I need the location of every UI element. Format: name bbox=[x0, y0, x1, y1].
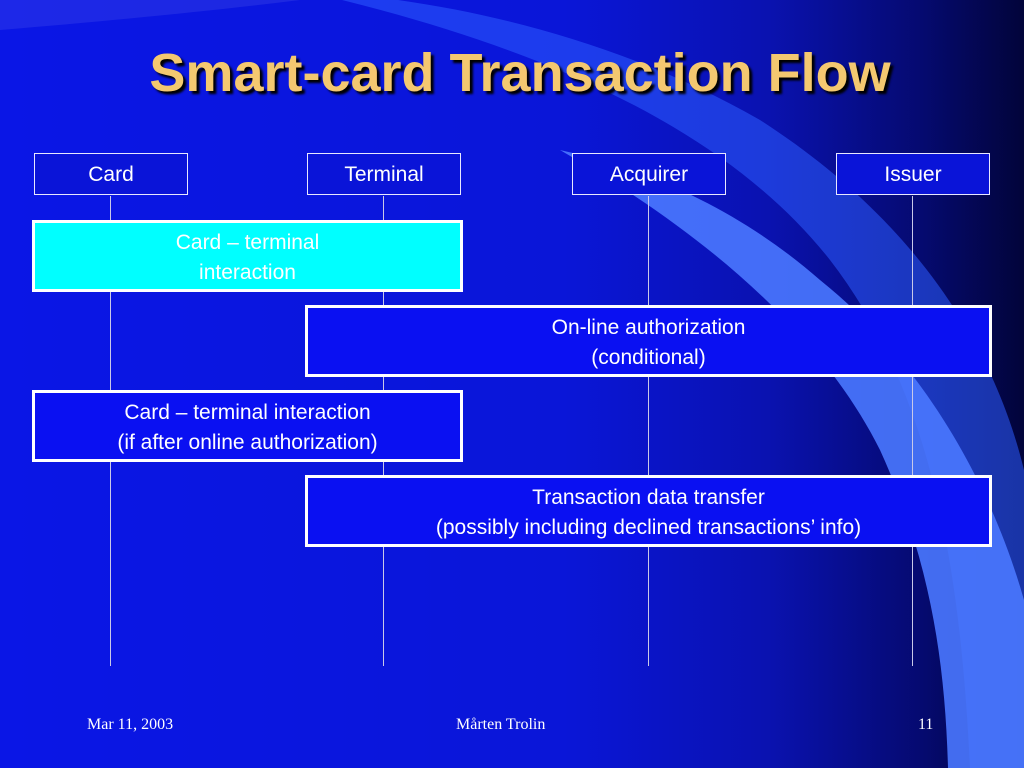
actor-acquirer: Acquirer bbox=[572, 153, 726, 195]
slide-title: Smart-card Transaction Flow bbox=[149, 43, 891, 103]
step-line-1: Transaction data transfer bbox=[532, 486, 765, 509]
lifeline-issuer bbox=[912, 196, 913, 666]
actor-terminal: Terminal bbox=[307, 153, 461, 195]
step-card-terminal-interaction: Card – terminal interaction bbox=[32, 220, 463, 292]
step-online-authorization: On-line authorization (conditional) bbox=[305, 305, 992, 377]
step-line-1: On-line authorization bbox=[551, 316, 746, 339]
step-card-terminal-interaction-after-auth: Card – terminal interaction (if after on… bbox=[32, 390, 463, 462]
step-line-2: (if after online authorization) bbox=[117, 431, 378, 454]
actor-card: Card bbox=[34, 153, 188, 195]
lifeline-acquirer bbox=[648, 196, 649, 666]
footer-date: Mar 11, 2003 bbox=[87, 716, 174, 733]
actor-issuer: Issuer bbox=[836, 153, 990, 195]
step-line-1: Card – terminal bbox=[175, 231, 320, 254]
step-line-1: Card – terminal interaction bbox=[124, 401, 371, 424]
footer-author: Mårten Trolin bbox=[456, 716, 546, 733]
step-line-2: (possibly including declined transaction… bbox=[435, 516, 862, 539]
footer-page-number: 11 bbox=[918, 716, 934, 733]
step-line-2: (conditional) bbox=[591, 346, 706, 369]
step-transaction-data-transfer: Transaction data transfer (possibly incl… bbox=[305, 475, 992, 547]
step-line-2: interaction bbox=[199, 261, 296, 284]
